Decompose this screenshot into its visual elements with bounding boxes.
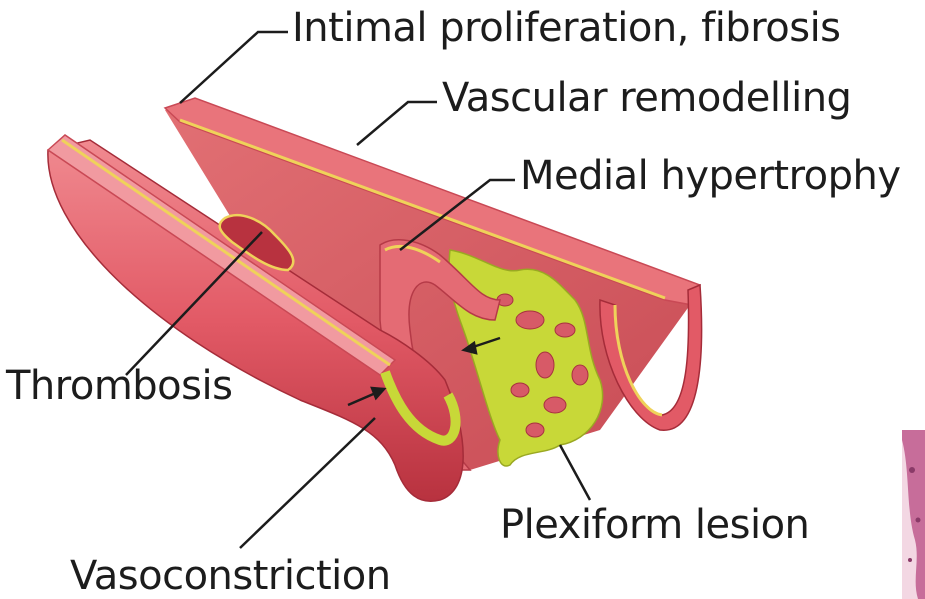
histology-thumbnail: [902, 430, 925, 599]
label-plexiform-lesion: Plexiform lesion: [500, 505, 809, 545]
label-medial-hypertrophy: Medial hypertrophy: [520, 156, 901, 196]
label-intimal-proliferation: Intimal proliferation, fibrosis: [292, 8, 841, 48]
label-thrombosis: Thrombosis: [6, 366, 232, 406]
label-vasoconstriction: Vasoconstriction: [70, 556, 391, 596]
label-vascular-remodelling: Vascular remodelling: [442, 78, 851, 118]
